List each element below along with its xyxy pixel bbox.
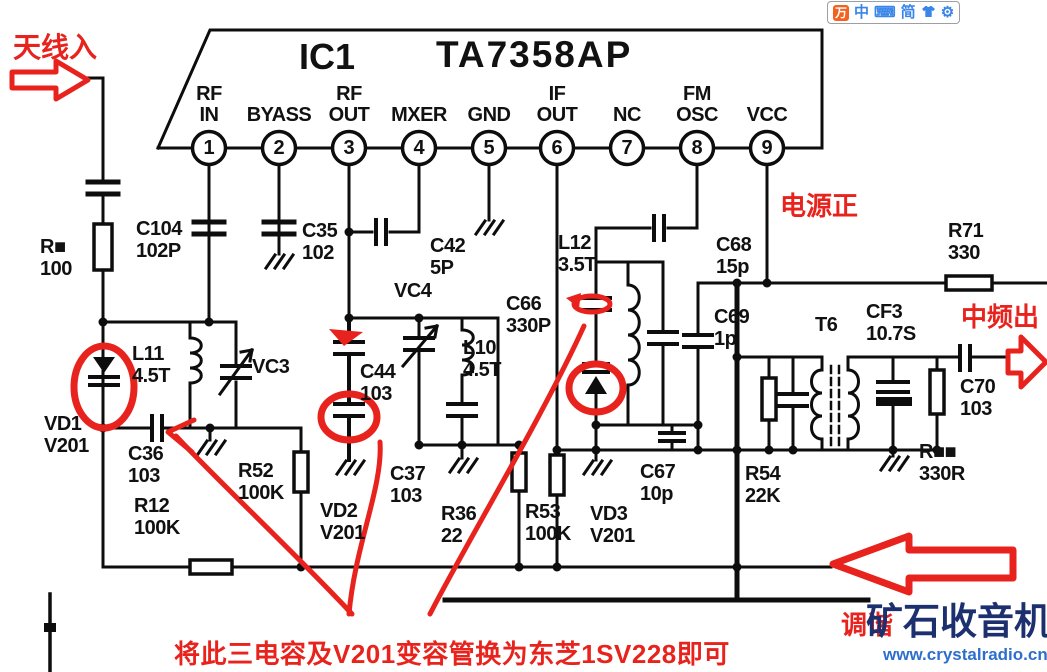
antenna-line (84, 76, 121, 569)
junction-dots (98, 227, 942, 572)
vd3-diode-symbol (585, 376, 607, 394)
label-r330r: R■■330R (919, 441, 965, 485)
red-circle-c44 (317, 390, 381, 444)
red-circle-vd3 (565, 360, 627, 416)
pin-label-5: GND (467, 104, 511, 126)
label-vc3: VC3 (252, 356, 290, 378)
pin-number-6: 6 (551, 137, 563, 159)
pin-number-5: 5 (483, 137, 495, 159)
pin-label-2: BYASS (246, 104, 312, 126)
annotation-antenna-in: 天线入 (13, 32, 98, 63)
annotation-power-positive: 电源正 (780, 191, 859, 221)
watermark-site-name: 矿石收音机 (866, 601, 1047, 642)
red-pointer-line-3 (427, 323, 587, 617)
vd1-diode-symbol (93, 357, 115, 373)
label-vc4: VC4 (394, 280, 432, 302)
input-tank (101, 320, 255, 457)
ic-part-number: TA7358AP (436, 34, 633, 75)
pin-label-4: MXER (391, 104, 447, 126)
pin-drops (191, 162, 506, 324)
pin-number-1: 1 (203, 137, 215, 159)
ime-toolbar[interactable]: 万 中 ⌨ 简 ⚙ (827, 1, 961, 24)
if-out-branch (548, 162, 566, 569)
pin-number-9: 9 (761, 137, 773, 159)
red-scribble-tip (566, 293, 581, 308)
simplified-chinese-icon[interactable]: 简 (900, 4, 916, 21)
pin-number-7: 7 (621, 137, 633, 159)
red-pointer-line-2 (346, 439, 383, 617)
pin-number-2: 2 (273, 137, 285, 159)
watermark-site-url: www.crystalradio.cn (883, 645, 1047, 664)
skin-shirt-icon[interactable] (921, 5, 936, 21)
ic-outline (156, 28, 824, 150)
if-out-arrow (1005, 334, 1047, 390)
tuning-arrow (829, 532, 1017, 596)
pin-number-3: 3 (343, 137, 355, 159)
red-pointer-arrowhead-1 (165, 417, 197, 455)
label-r100: R■100 (40, 236, 72, 280)
antenna-arrow (9, 58, 91, 102)
red-arrowhead-c44 (329, 329, 363, 346)
pin-number-4: 4 (413, 137, 425, 159)
left-edge-tick (44, 623, 56, 632)
pin-label-9: VCC (746, 104, 788, 126)
pin-label-7: NC (613, 104, 641, 126)
keyboard-icon[interactable]: ⌨ (874, 4, 896, 21)
annotation-tuning: 调谐 (841, 610, 894, 640)
settings-gear-icon[interactable]: ⚙ (940, 4, 955, 21)
annotation-replace-note: 将此三电容及V201变容管换为东芝1SV228即可 (174, 639, 730, 669)
annotation-if-out: 中频出 (961, 302, 1040, 332)
red-circle-vd1 (70, 342, 138, 432)
chinese-mode-icon[interactable]: 中 (854, 4, 870, 21)
bottom-buses (48, 426, 871, 672)
ime-logo-icon[interactable]: 万 (833, 4, 849, 21)
pin-circles (190, 129, 786, 167)
ic-ref: IC1 (299, 36, 356, 77)
pin-number-8: 8 (691, 137, 703, 159)
label-t6: T6 (815, 314, 838, 336)
